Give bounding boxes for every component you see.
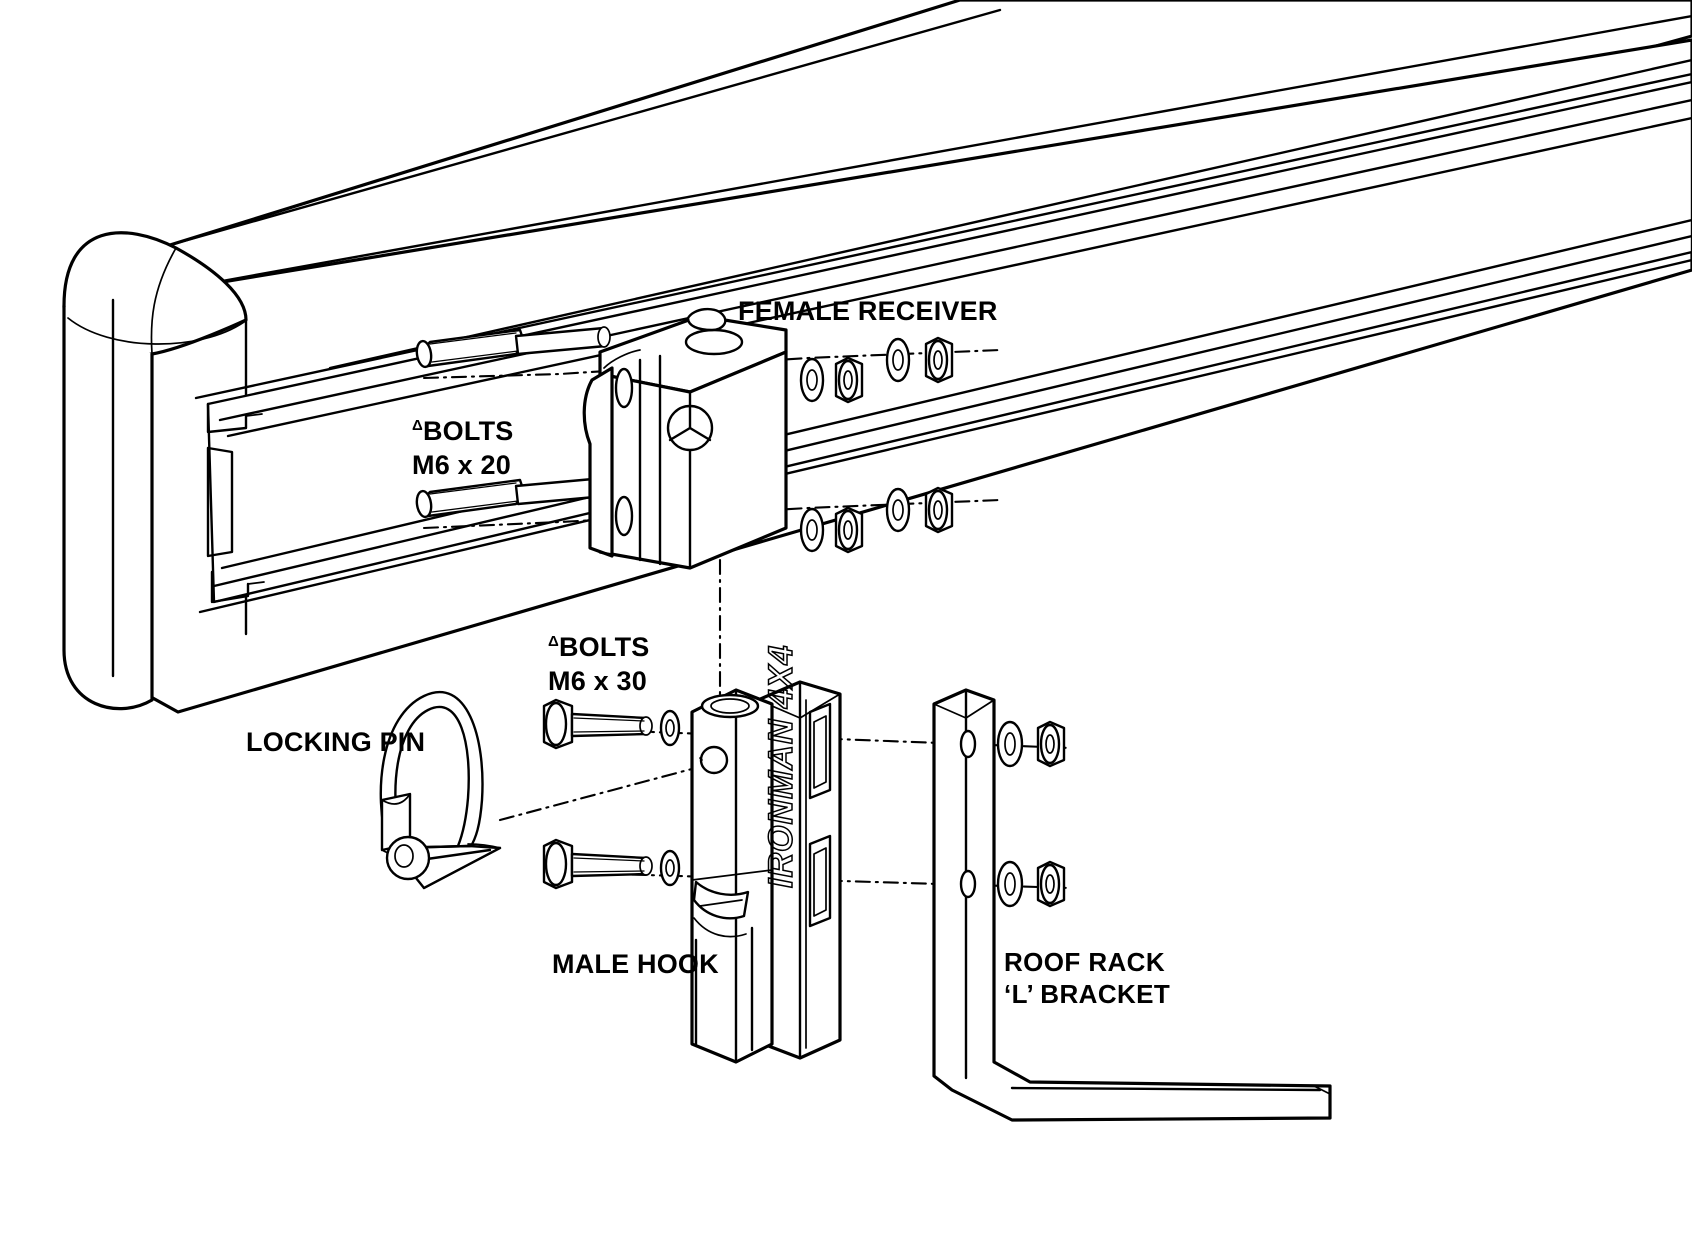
washer-upper-inner: [799, 357, 825, 403]
nut-upper-inner: [834, 356, 864, 404]
nut-upper-outer: [924, 336, 954, 384]
washer-hook-upper: [659, 709, 681, 747]
label-male-hook: MALE HOOK: [552, 949, 719, 979]
label-female-receiver: FEMALE RECEIVER: [738, 296, 998, 326]
washer-bracket-upper: [996, 720, 1024, 768]
washer-bracket-lower: [996, 860, 1024, 908]
label-bolts-m6x30: ΔBOLTS: [548, 632, 649, 663]
label-roof-rack-line1: ROOF RACK: [1004, 947, 1166, 977]
female-receiver: [582, 307, 788, 570]
label-roof-rack-line2: ‘L’ BRACKET: [1004, 979, 1171, 1009]
locking-pin: [379, 690, 502, 890]
extrusion-end-cap: [62, 231, 248, 711]
svg-text:IRONMAN 4X4: IRONMAN 4X4: [762, 645, 800, 888]
delta-symbol-bolts-m6x20: Δ: [412, 417, 423, 434]
nut-bracket-lower: [1036, 860, 1066, 908]
washer-lower-inner: [799, 507, 825, 553]
bolt-m6x30-upper: [542, 698, 653, 750]
nut-lower-inner: [834, 506, 864, 554]
bolt-m6x30-lower: [542, 838, 653, 890]
label-bolts-m6x20-size: M6 x 20: [412, 450, 511, 480]
hook-brand-text: IRONMAN 4X4: [761, 644, 801, 889]
roof-rack-l-bracket: [932, 688, 1332, 1122]
label-bolts-m6x30-word: BOLTS: [558, 632, 650, 662]
label-locking-pin: LOCKING PIN: [246, 727, 426, 757]
male-hook: IRONMAN 4X4: [690, 644, 842, 1064]
washer-lower-outer: [885, 487, 911, 533]
label-bolts-m6x20-word: BOLTS: [422, 416, 514, 446]
delta-symbol-bolts-m6x30: Δ: [548, 633, 559, 650]
washer-hook-lower: [659, 849, 681, 887]
nut-bracket-upper: [1036, 720, 1066, 768]
washer-upper-outer: [885, 337, 911, 383]
label-bolts-m6x30-size: M6 x 30: [548, 666, 647, 696]
label-bolts-m6x20: ΔBOLTS: [412, 416, 513, 447]
nut-lower-outer: [924, 486, 954, 534]
bolt-m6x20-upper: [415, 326, 611, 369]
